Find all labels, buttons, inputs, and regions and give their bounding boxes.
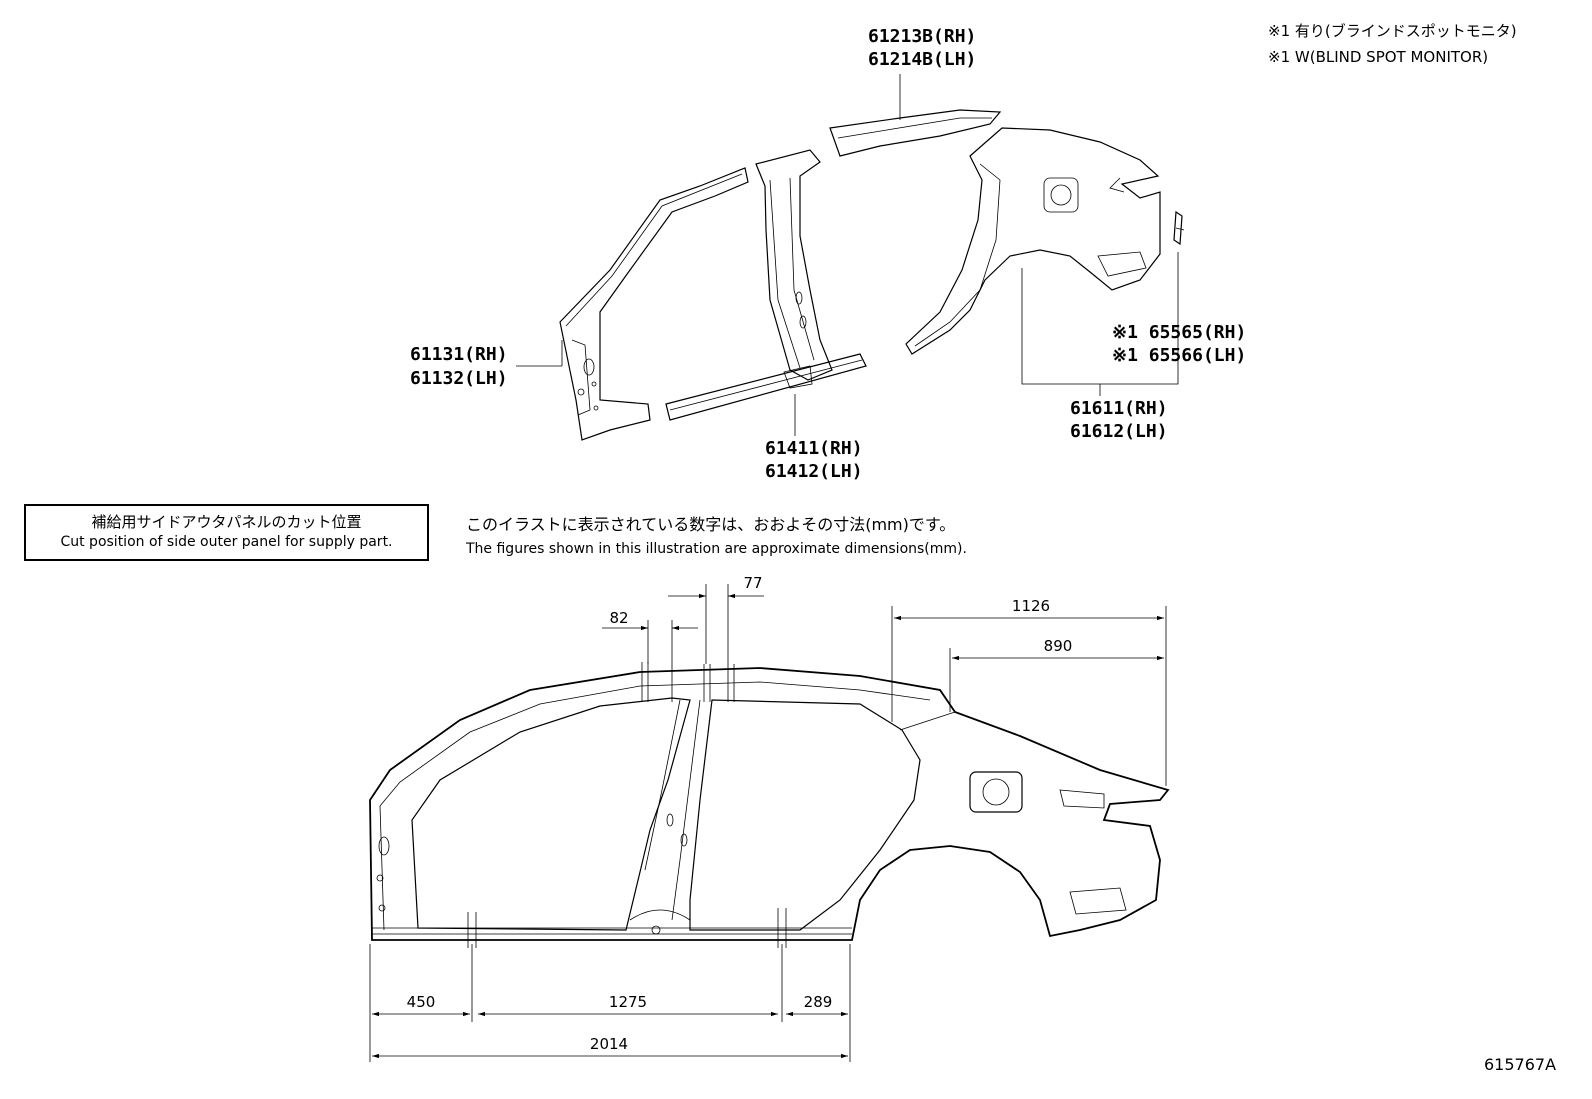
part-label-rocker-lh: 61412(LH) — [765, 461, 863, 482]
dim-77: 77 — [743, 574, 763, 592]
rocker-part — [665, 353, 867, 421]
dim-890: 890 — [1043, 637, 1073, 655]
note-jp: ※1 有り(ブラインドスポットモニタ) — [1268, 22, 1517, 40]
dimension-note-en: The figures shown in this illustration a… — [466, 541, 967, 557]
note-en: ※1 W(BLIND SPOT MONITOR) — [1268, 48, 1489, 66]
dim-1275: 1275 — [608, 993, 648, 1011]
part-label-front-pillar-rh: 61131(RH) — [410, 344, 508, 365]
bracket-part — [1173, 210, 1185, 246]
part-label-rocker-rh: 61411(RH) — [765, 438, 863, 459]
part-label-bracket-lh: ※1 65566(LH) — [1112, 345, 1247, 366]
part-label-quarter-rh: 61611(RH) — [1070, 398, 1168, 419]
quarter-panel-part — [905, 127, 1161, 355]
dim-1126: 1126 — [1011, 597, 1051, 615]
cut-position-en: Cut position of side outer panel for sup… — [60, 534, 393, 550]
leader-line-icon — [516, 74, 1179, 436]
dim-450: 450 — [406, 993, 436, 1011]
dimension-note-jp: このイラストに表示されている数字は、おおよその寸法(mm)です。 — [466, 515, 956, 534]
part-label-quarter-lh: 61612(LH) — [1070, 421, 1168, 442]
part-label-bracket-rh: ※1 65565(RH) — [1112, 322, 1247, 343]
figure-id: 615767A — [1484, 1055, 1557, 1074]
exploded-view — [516, 74, 1185, 441]
part-label-front-pillar-lh: 61132(LH) — [410, 368, 508, 389]
side-outer-panel — [369, 662, 1170, 948]
dim-82: 82 — [609, 609, 629, 627]
roof-rail-part — [829, 109, 1002, 157]
cut-lines — [467, 662, 787, 948]
part-label-roof-rail-rh: 61213B(RH) — [868, 26, 977, 47]
dimension-arrow-icon — [369, 584, 1167, 1062]
dim-2014: 2014 — [589, 1035, 629, 1053]
front-pillar-part — [559, 167, 749, 441]
part-label-roof-rail-lh: 61214B(LH) — [868, 49, 977, 70]
center-pillar-part — [755, 149, 833, 381]
cut-position-jp: 補給用サイドアウタパネルのカット位置 — [91, 513, 362, 531]
cut-position-box: 補給用サイドアウタパネルのカット位置 Cut position of side … — [24, 504, 429, 561]
dim-289: 289 — [803, 993, 833, 1011]
